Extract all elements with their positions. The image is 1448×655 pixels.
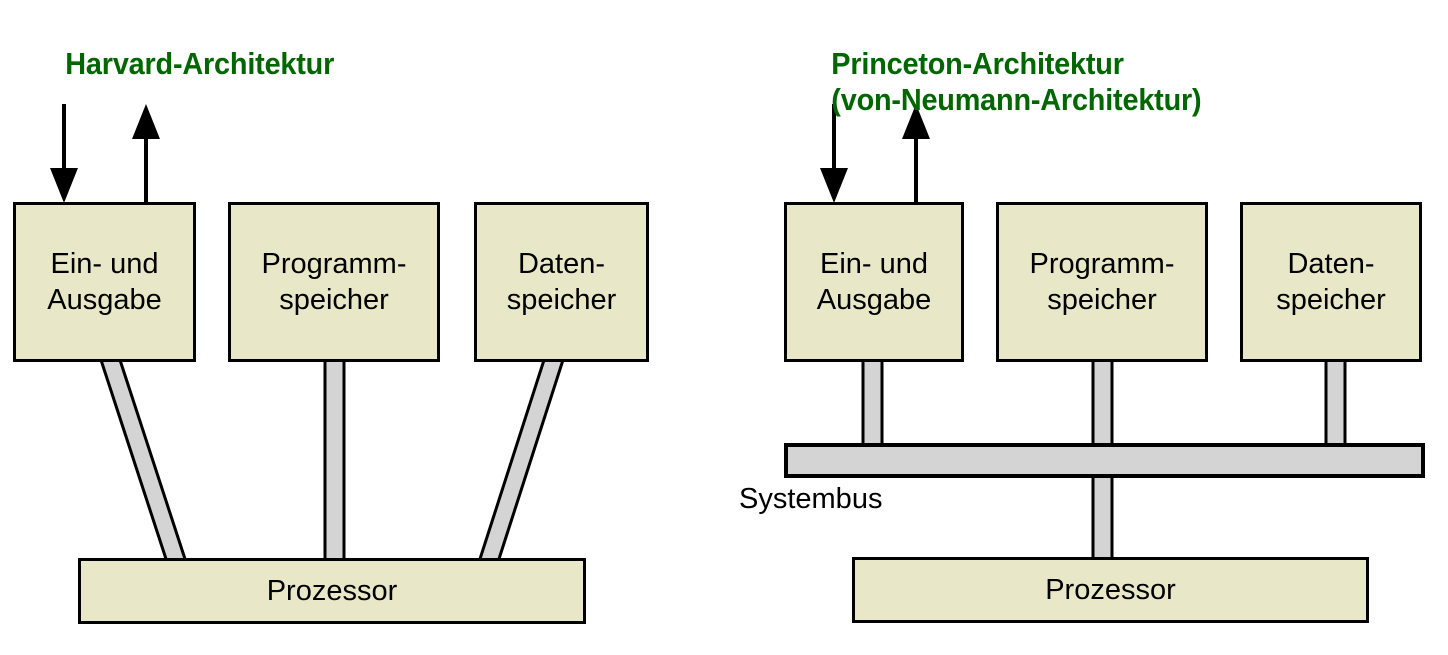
harvard-box-program-memory-line-2: speicher <box>279 284 389 316</box>
harvard-box-data-memory-line-1: Daten- <box>517 248 606 280</box>
harvard-input-arrow <box>50 104 78 203</box>
connector-program-systembus <box>1091 358 1114 449</box>
harvard-box-data-memory[interactable]: Daten- speicher <box>474 202 649 362</box>
princeton-box-program-memory[interactable]: Programm- speicher <box>996 202 1208 362</box>
harvard-box-processor-label: Prozessor <box>266 575 398 607</box>
harvard-output-arrow <box>132 104 160 203</box>
princeton-box-io-line-2: Ausgabe <box>816 284 932 316</box>
harvard-box-program-memory-line-1: Programm- <box>261 248 407 280</box>
princeton-box-io-line-1: Ein- und <box>819 248 928 280</box>
connector-program-processor <box>323 358 346 564</box>
harvard-title-line-1: Harvard-Architektur <box>65 46 335 81</box>
princeton-box-processor-label: Prozessor <box>1045 574 1176 606</box>
harvard-box-data-memory-line-2: speicher <box>506 284 617 316</box>
princeton-title: Princeton-Architektur (von-Neumann-Archi… <box>800 10 1377 154</box>
harvard-box-io-line-2: Ausgabe <box>47 284 162 316</box>
systembus-label: Systembus <box>739 483 883 515</box>
princeton-box-program-memory-line-1: Programm- <box>1029 248 1175 280</box>
harvard-box-io[interactable]: Ein- und Ausgabe <box>13 202 196 362</box>
harvard-box-program-memory[interactable]: Programm- speicher <box>228 202 440 362</box>
princeton-box-data-memory[interactable]: Daten- speicher <box>1240 202 1422 362</box>
princeton-box-program-memory-line-2: speicher <box>1047 284 1157 316</box>
princeton-box-io[interactable]: Ein- und Ausgabe <box>784 202 964 362</box>
princeton-box-processor[interactable]: Prozessor <box>852 557 1369 623</box>
connector-data-processor <box>476 358 566 564</box>
harvard-title: Harvard-Architektur <box>34 10 462 118</box>
princeton-box-data-memory-line-1: Daten- <box>1287 248 1375 280</box>
princeton-title-line-2: (von-Neumann-Architektur) <box>831 82 1202 117</box>
harvard-box-io-line-1: Ein- und <box>50 248 159 280</box>
systembus-bar <box>784 443 1425 478</box>
princeton-title-line-1: Princeton-Architektur <box>831 46 1124 81</box>
connector-io-systembus <box>861 358 884 449</box>
princeton-box-data-memory-line-2: speicher <box>1276 284 1386 316</box>
harvard-box-processor[interactable]: Prozessor <box>78 558 586 624</box>
connector-io-processor <box>98 358 189 564</box>
connector-systembus-processor <box>1091 472 1114 562</box>
connector-data-systembus <box>1324 358 1347 449</box>
